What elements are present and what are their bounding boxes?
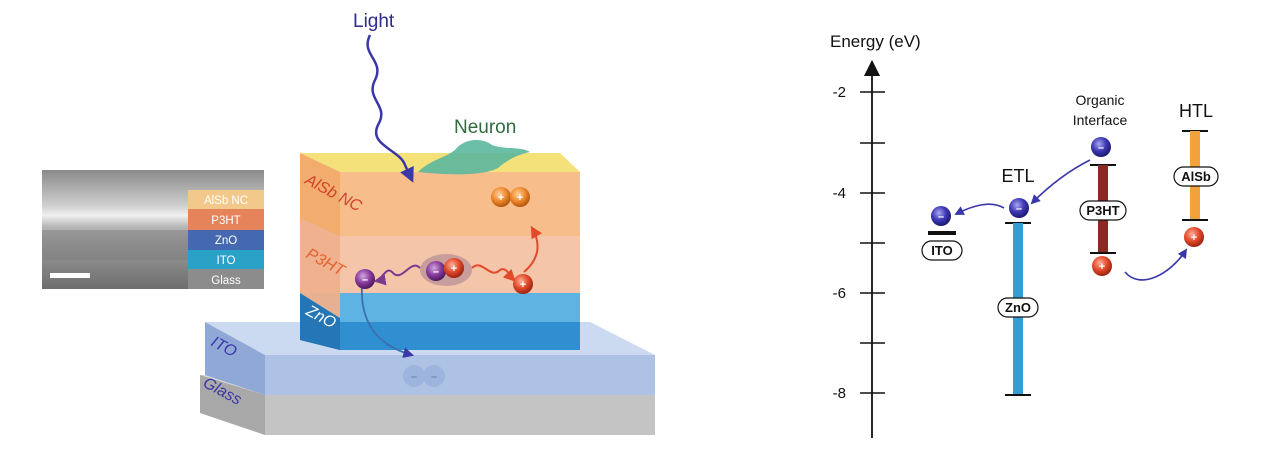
sem-legend-label-p3ht: P3HT	[211, 215, 240, 227]
transfer-p3ht-to-zno	[1030, 159, 1091, 205]
sign-hole-right: +	[520, 279, 526, 291]
sem-legend-glass	[188, 269, 264, 289]
tick-label-m4: -4	[833, 185, 846, 202]
sign-electron-p3ht: –	[1098, 142, 1104, 154]
organic-label-line1: Organic	[1075, 92, 1124, 108]
sign-hole-pair-b: +	[517, 192, 523, 204]
sem-dark-band	[42, 230, 192, 260]
neuron-shape	[418, 139, 530, 175]
sem-legend-label-ito: ITO	[217, 255, 236, 267]
exciton-electron	[426, 261, 446, 281]
sem-legend-label-zno: ZnO	[215, 235, 237, 247]
zno-layer	[300, 293, 580, 350]
sem-legend-label-alsb: AlSb NC	[204, 195, 248, 207]
exciton-hole	[444, 258, 464, 278]
ito-pill-label: ITO	[931, 243, 952, 258]
axis-label: Energy (eV)	[830, 32, 921, 51]
tick-label-m2: -2	[833, 84, 846, 101]
hole-path-right	[471, 264, 516, 282]
sign-hole-pair-a: +	[498, 192, 504, 204]
htl-label: HTL	[1179, 101, 1213, 121]
sign-electron-zno: –	[1016, 203, 1022, 215]
sem-legend-alsb	[188, 190, 264, 209]
hole-pair-a	[491, 187, 511, 207]
energy-diagram: Energy (eV) -2 -4 -6 -8 ITO ZnO ETL P3HT…	[830, 32, 1219, 438]
ito-pill	[921, 240, 963, 261]
sem-legend-p3ht	[188, 209, 264, 230]
scale-bar	[50, 273, 90, 278]
alsb-pill-label: AlSb	[1181, 169, 1211, 184]
sign-exciton-hole: +	[451, 263, 457, 275]
neuron-label: Neuron	[454, 117, 516, 138]
sem-legend-ito	[188, 250, 264, 269]
sem-legend-label-glass: Glass	[211, 275, 241, 287]
light-label: Light	[353, 11, 395, 32]
hole-alsb	[1184, 227, 1204, 247]
p3ht-pill-label: P3HT	[1086, 203, 1119, 218]
tick-label-m6: -6	[833, 285, 846, 302]
sem-inset: AlSb NC P3HT ZnO ITO Glass	[42, 170, 264, 289]
transfer-p3ht-to-alsb	[1124, 248, 1188, 281]
ito-electron-b	[423, 365, 445, 387]
hole-right	[513, 274, 533, 294]
electron-p3ht	[1091, 137, 1111, 157]
sign-ito-electron-a: –	[411, 371, 417, 383]
electron-left	[355, 269, 375, 289]
hole-path-up	[523, 225, 543, 273]
alsb-pill	[1173, 166, 1219, 187]
sign-electron-ito: –	[938, 211, 944, 223]
light-wave	[366, 34, 414, 183]
sign-exciton-electron: –	[433, 266, 439, 278]
sign-hole-p3ht: +	[1099, 261, 1105, 273]
sem-legend-zno	[188, 230, 264, 250]
electron-zno	[1009, 198, 1029, 218]
zno-pill-label: ZnO	[1005, 300, 1031, 315]
ito-electron-a	[403, 365, 425, 387]
hole-pair-b	[510, 187, 530, 207]
zno-pill	[997, 297, 1039, 318]
tick-label-m8: -8	[833, 385, 846, 402]
electron-ito	[931, 206, 951, 226]
electron-path-down	[360, 284, 415, 358]
sign-electron-left: –	[362, 274, 368, 286]
sign-ito-electron-b: –	[431, 371, 437, 383]
p3ht-pill	[1079, 200, 1127, 221]
transfer-zno-to-ito	[954, 203, 1005, 215]
etl-label: ETL	[1001, 166, 1034, 186]
organic-label-line2: Interface	[1073, 112, 1128, 128]
hole-p3ht	[1092, 256, 1112, 276]
electron-path-left	[373, 264, 421, 286]
device-schematic: AlSb NC P3HT ZnO ITO Glass	[42, 11, 655, 435]
sign-hole-alsb: +	[1191, 232, 1197, 244]
